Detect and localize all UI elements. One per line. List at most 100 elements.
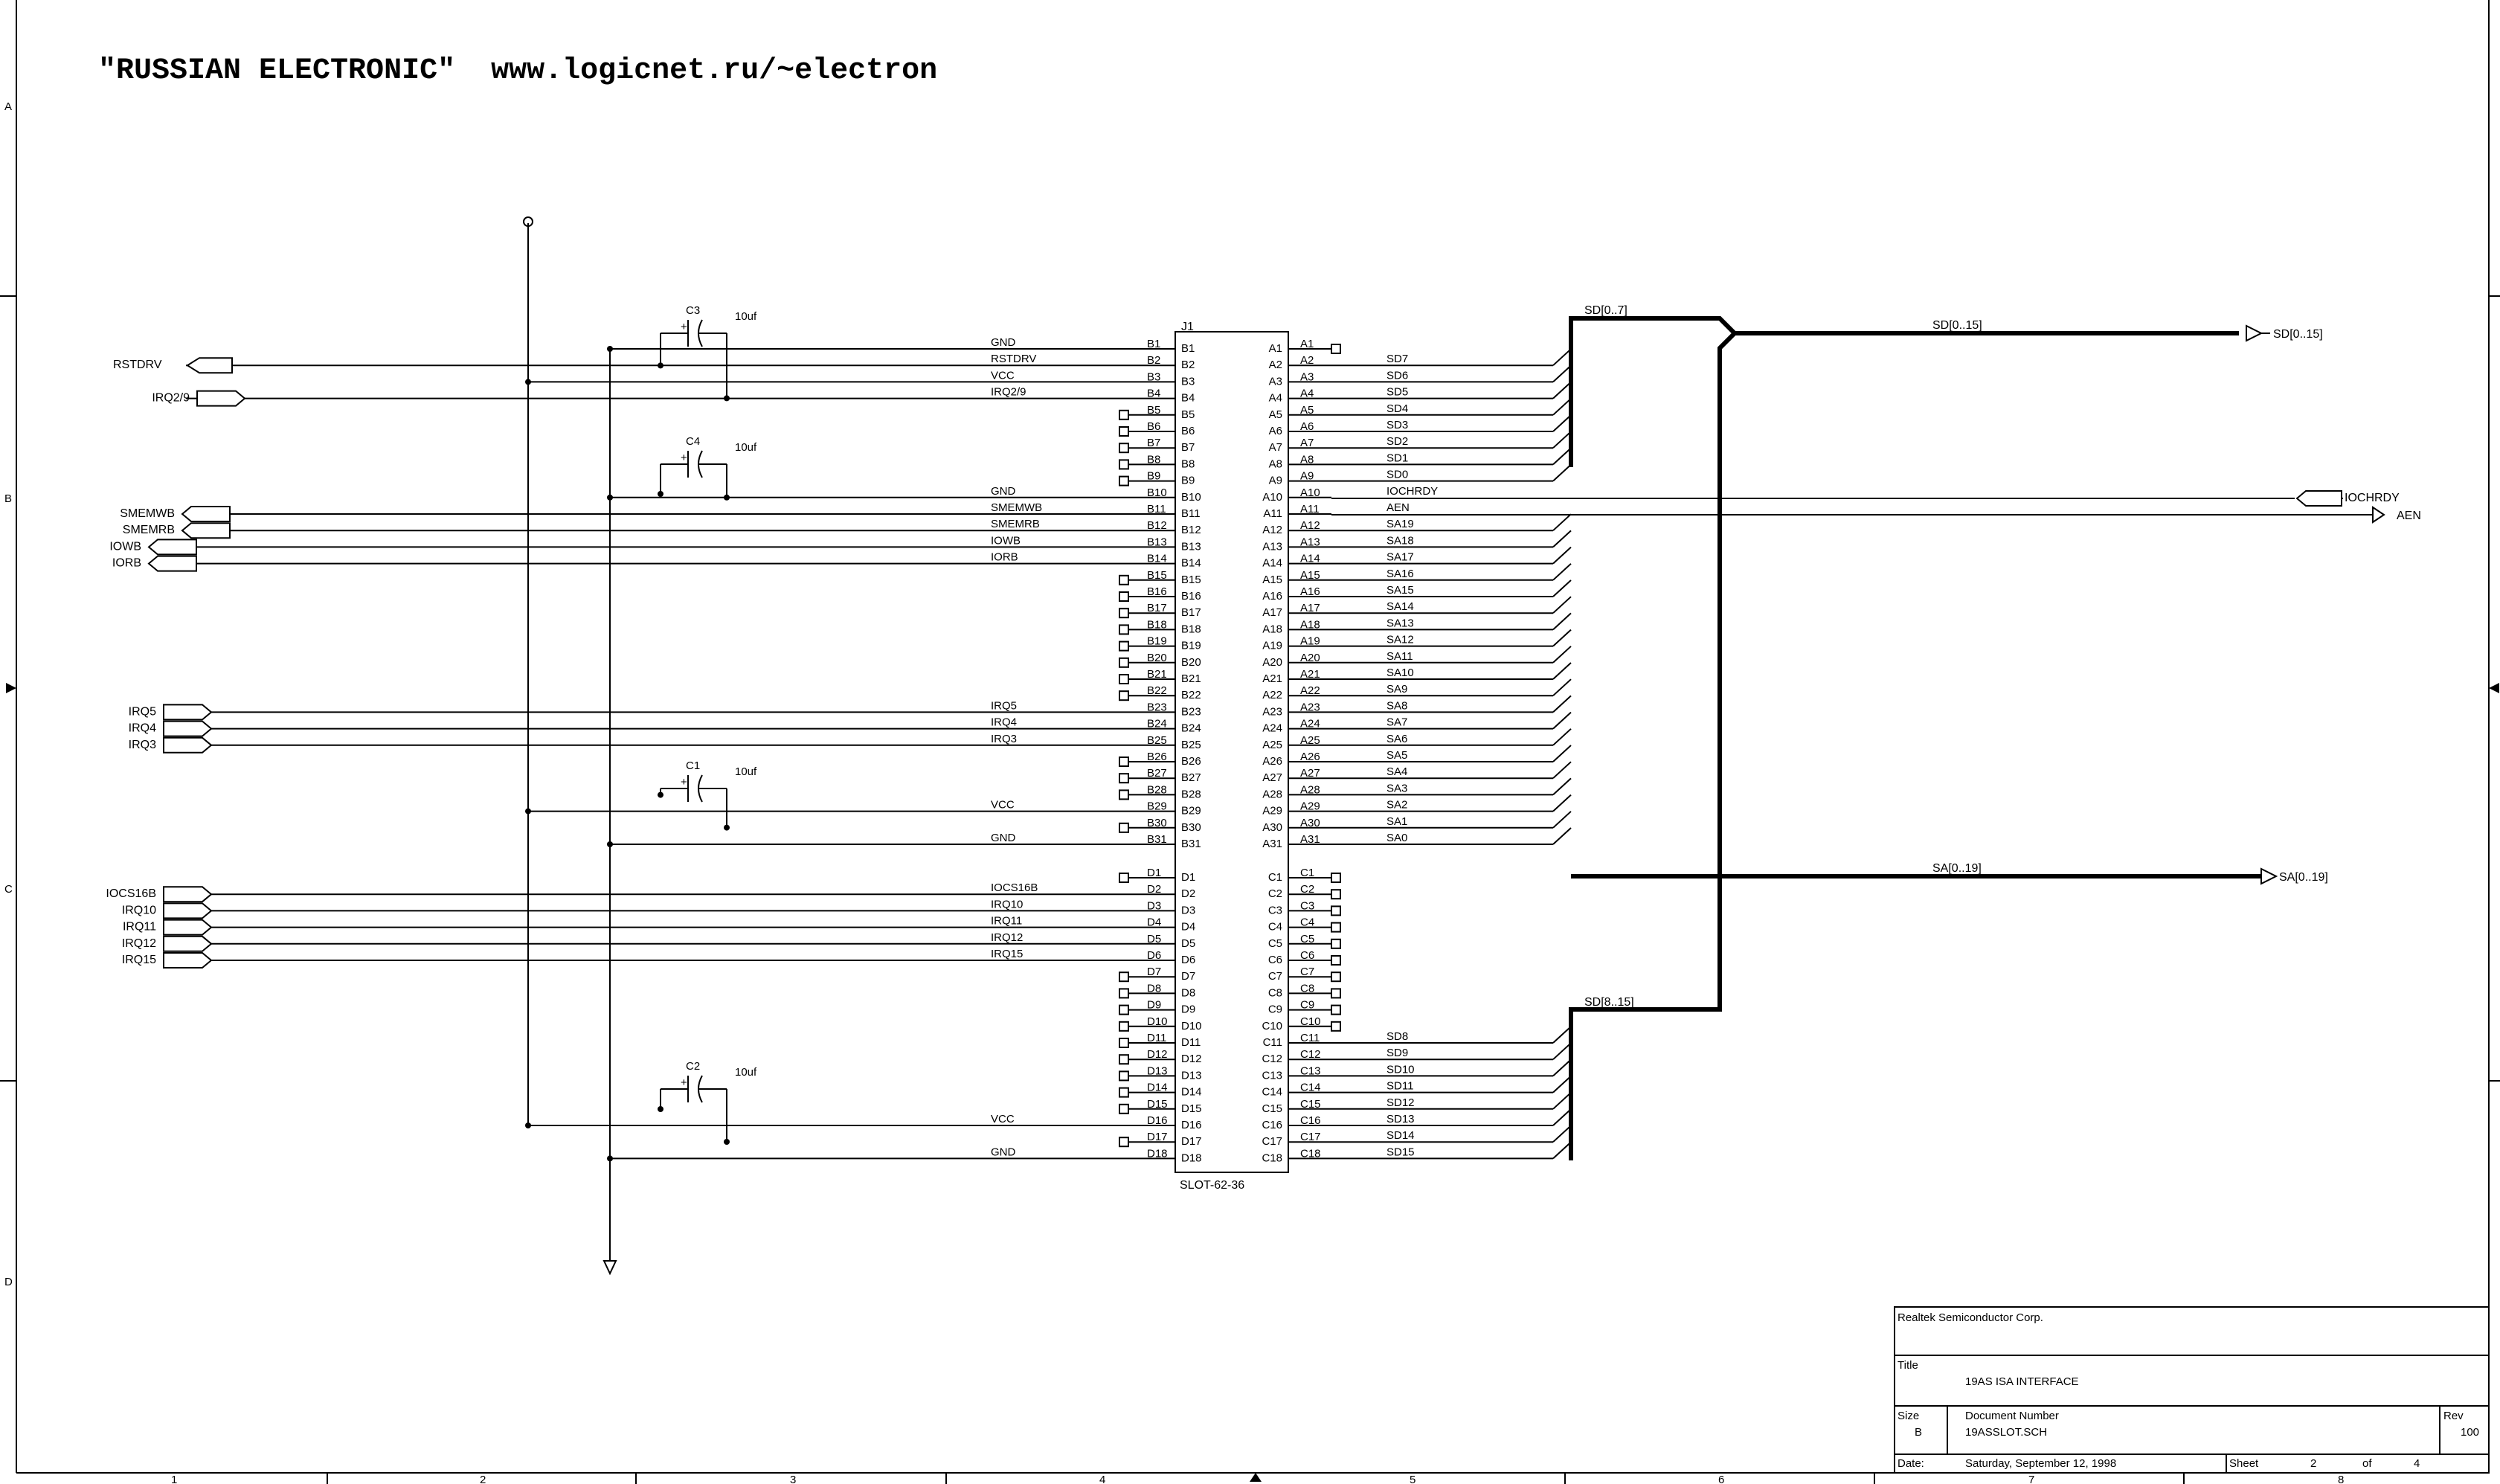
pin-number-outside: C3 (1300, 899, 1314, 912)
net-label: GND (991, 832, 1016, 844)
no-connect-marker (1119, 657, 1129, 668)
zone-col-3: 3 (790, 1474, 796, 1484)
pin-name-inside: A13 (1262, 540, 1282, 553)
net-label: AEN (1386, 501, 1410, 514)
no-connect-marker (1331, 922, 1341, 933)
pin-number-outside: D17 (1147, 1131, 1168, 1143)
pin-name-inside: A23 (1262, 705, 1282, 718)
title-block-title: 19AS ISA INTERFACE (1965, 1375, 2079, 1388)
capacitor-polarity: + (681, 776, 687, 788)
no-connect-marker (1331, 1021, 1341, 1032)
no-connect-marker (1331, 938, 1341, 949)
pin-number-outside: A31 (1300, 833, 1320, 846)
left-port-irq29: IRQ2/9 (152, 390, 246, 407)
title-block[interactable]: Realtek Semiconductor Corp. Title 19AS I… (1894, 1306, 2490, 1474)
net-label: SD5 (1386, 386, 1408, 399)
net-label: SD10 (1386, 1063, 1415, 1076)
pin-name-inside: A12 (1262, 524, 1282, 536)
pin-number-outside: B20 (1147, 652, 1167, 664)
title-block-rev-label: Rev (2443, 1410, 2464, 1422)
pin-name-inside: B2 (1181, 359, 1195, 371)
net-label: SA5 (1386, 749, 1407, 762)
pin-number-outside: B17 (1147, 602, 1167, 614)
title-block-sheet-total: 4 (2414, 1457, 2420, 1470)
no-connect-marker (1119, 971, 1129, 983)
pin-name-inside: B24 (1181, 722, 1201, 735)
pin-number-outside: B28 (1147, 783, 1167, 796)
left-port-irq11: IRQ11 (123, 919, 213, 936)
capacitor-value: 10uf (735, 1066, 757, 1079)
pin-name-inside: C5 (1268, 937, 1282, 950)
pin-number-outside: C5 (1300, 933, 1314, 945)
pin-number-outside: A25 (1300, 734, 1320, 747)
net-label: SD6 (1386, 369, 1408, 382)
pin-number-outside: C6 (1300, 949, 1314, 962)
sa-port-label: SA[0..19] (2279, 871, 2328, 884)
net-label: IRQ3 (991, 733, 1017, 745)
pin-number-outside: B27 (1147, 767, 1167, 780)
title-block-docnum-label: Document Number (1965, 1410, 2059, 1422)
pin-number-outside: D18 (1147, 1147, 1168, 1160)
port-label: IRQ2/9 (152, 392, 190, 405)
pin-number-outside: D4 (1147, 916, 1161, 929)
pin-number-outside: A5 (1300, 404, 1314, 417)
pin-name-inside: B8 (1181, 457, 1195, 470)
pin-number-outside: D13 (1147, 1064, 1168, 1077)
no-connect-marker (1119, 574, 1129, 585)
power-net-trim (179, 379, 527, 385)
pin-number-outside: B29 (1147, 800, 1167, 813)
pin-number-outside: A15 (1300, 569, 1320, 582)
power-net-trim (179, 1123, 527, 1128)
net-label: GND (991, 485, 1016, 498)
pin-number-outside: A28 (1300, 783, 1320, 796)
port-label: SMEMWB (120, 507, 175, 520)
net-label: SD11 (1386, 1080, 1413, 1093)
no-connect-marker (1119, 591, 1129, 602)
pin-name-inside: B1 (1181, 342, 1195, 355)
capacitor-ref: C4 (686, 435, 700, 448)
port-label: IRQ10 (122, 904, 156, 916)
pin-number-outside: A13 (1300, 536, 1320, 548)
pin-number-outside: A1 (1300, 338, 1314, 350)
no-connect-marker (1119, 988, 1129, 999)
pin-name-inside: B6 (1181, 425, 1195, 437)
title-block-size-label: Size (1898, 1410, 1919, 1422)
pin-number-outside: C11 (1300, 1032, 1320, 1044)
pin-number-outside: B25 (1147, 734, 1167, 747)
pin-name-inside: C7 (1268, 970, 1282, 983)
port-label: IRQ12 (122, 937, 156, 950)
connector-ref: J1 (1181, 321, 1194, 333)
sd-port-label: SD[0..15] (2273, 328, 2323, 341)
no-connect-marker (1119, 674, 1129, 684)
title-block-date: Saturday, September 12, 1998 (1965, 1457, 2116, 1470)
pin-number-outside: D8 (1147, 982, 1161, 995)
net-label: IRQ4 (991, 716, 1017, 729)
sd-port-arrow (2246, 324, 2263, 342)
pin-name-inside: B30 (1181, 821, 1201, 834)
net-label: SD3 (1386, 419, 1408, 431)
